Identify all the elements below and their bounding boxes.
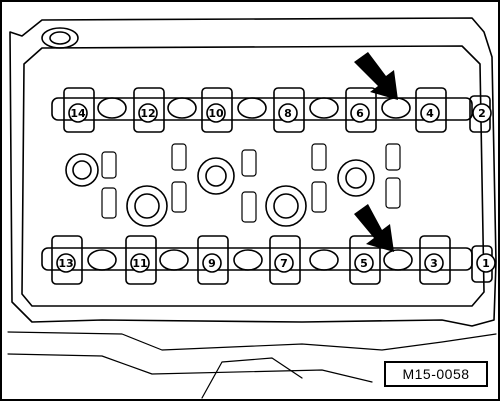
upper-bolt-12 (138, 103, 158, 123)
lower-bolt-label-9: 9 (208, 257, 216, 270)
upper-bolt-label-4: 4 (426, 107, 434, 120)
upper-bolt-label-2: 2 (478, 107, 486, 120)
lower-bolt-9 (202, 253, 222, 273)
upper-cam-lobes (97, 97, 411, 119)
upper-camshaft (51, 97, 473, 121)
upper-bolt-8 (278, 103, 298, 123)
upper-bolt-6 (350, 103, 370, 123)
indicator-arrows (354, 52, 398, 252)
lower-bolt-label-13: 13 (58, 257, 73, 270)
lower-bolt-11 (130, 253, 150, 273)
lower-cam-lobes (87, 249, 413, 271)
head-inner-rim (21, 45, 485, 307)
upper-bolt-2 (472, 103, 492, 123)
figure-id-text: M15-0058 (402, 366, 470, 382)
head-housing-outline (9, 17, 497, 327)
lower-bolt-label-1: 1 (482, 257, 490, 270)
lower-bolt-label-5: 5 (360, 257, 368, 270)
lower-bolt-label-7: 7 (280, 257, 288, 270)
lower-bolt-7 (274, 253, 294, 273)
upper-bolt-4 (420, 103, 440, 123)
upper-bolt-label-6: 6 (356, 107, 364, 120)
valve-springs (101, 143, 401, 223)
upper-bolt-10 (206, 103, 226, 123)
lower-casting (7, 331, 497, 351)
lower-bolt-5 (354, 253, 374, 273)
upper-bolt-markers: 14 12 10 8 6 4 2 (68, 103, 492, 123)
upper-bearing-caps (63, 87, 491, 133)
lower-bolt-1 (476, 253, 496, 273)
upper-bolt-14 (68, 103, 88, 123)
lower-arrow (354, 204, 394, 252)
upper-arrow (354, 52, 398, 100)
figure-id-label: M15-0058 (384, 361, 488, 387)
lower-bolt-markers: 13 11 9 7 5 3 1 (56, 253, 496, 273)
spark-plug-wells (65, 153, 375, 227)
filler-neck (41, 27, 79, 49)
upper-bolt-label-10: 10 (208, 107, 224, 120)
upper-bolt-label-14: 14 (70, 107, 86, 120)
lower-bolt-label-3: 3 (430, 257, 438, 270)
lower-bolt-label-11: 11 (132, 257, 147, 270)
lower-bolt-3 (424, 253, 444, 273)
lower-bolt-13 (56, 253, 76, 273)
upper-bolt-label-12: 12 (140, 107, 155, 120)
upper-bolt-label-8: 8 (284, 107, 292, 120)
